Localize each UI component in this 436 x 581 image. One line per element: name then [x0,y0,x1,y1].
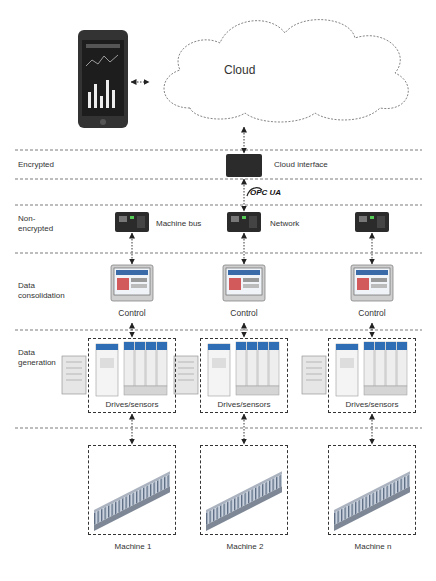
drives-group-box: Drives/sensors [200,338,288,413]
node-label: Drives/sensors [329,400,415,410]
node-label: Control [345,308,399,318]
node-label: Cloud interface [274,160,328,170]
control-panel [223,265,265,301]
dotted-connector [244,414,245,444]
dotted-connector [132,323,133,337]
dotted-connector [132,414,133,444]
dotted-connector [372,323,373,337]
conveyor-machine [334,471,410,531]
cloud-label: Cloud [224,63,255,77]
machine-box: Machine 2 [200,445,288,535]
cloud-outline [150,8,420,126]
network-device [355,212,389,232]
dotted-connector [244,127,245,153]
cloud-shape: Cloud [150,8,420,126]
control-node: Control [105,262,159,322]
control-panel [111,265,153,301]
row-label: Machine bus [156,219,216,229]
drive-units [62,342,167,396]
node-label: Drives/sensors [89,400,175,410]
row-label: Encrypted [18,160,88,170]
machine-box: Machine 1 [88,445,176,535]
drive-units [302,342,407,396]
smartphone [78,30,128,128]
conveyor-machine [94,471,170,531]
row-label: Data generation [18,348,73,368]
dotted-connector [372,414,373,444]
drive-units [174,342,279,396]
row-separators [15,150,422,428]
drives-group-box: Drives/sensors [88,338,176,413]
protocol-logo-text: OPC UA [250,188,310,198]
control-node: Control [345,262,399,322]
node-label: Machine 2 [191,542,299,552]
node-label: Control [105,308,159,318]
node-label: Machine n [319,542,427,552]
control-panel [351,265,393,301]
network-device [115,212,149,232]
row-label: Data consolidation [18,281,73,301]
row-label: Network [270,219,320,229]
node-label: Machine 1 [79,542,187,552]
conveyor-machine [206,471,282,531]
drives-group-box: Drives/sensors [328,338,416,413]
network-device [227,212,261,232]
node-label: Control [217,308,271,318]
cloud-interface-device: Cloud interface [226,154,262,177]
row-label: Non-encrypted [18,214,60,234]
machine-box: Machine n [328,445,416,535]
node-label: Drives/sensors [201,400,287,410]
dotted-connector [244,323,245,337]
control-node: Control [217,262,271,322]
